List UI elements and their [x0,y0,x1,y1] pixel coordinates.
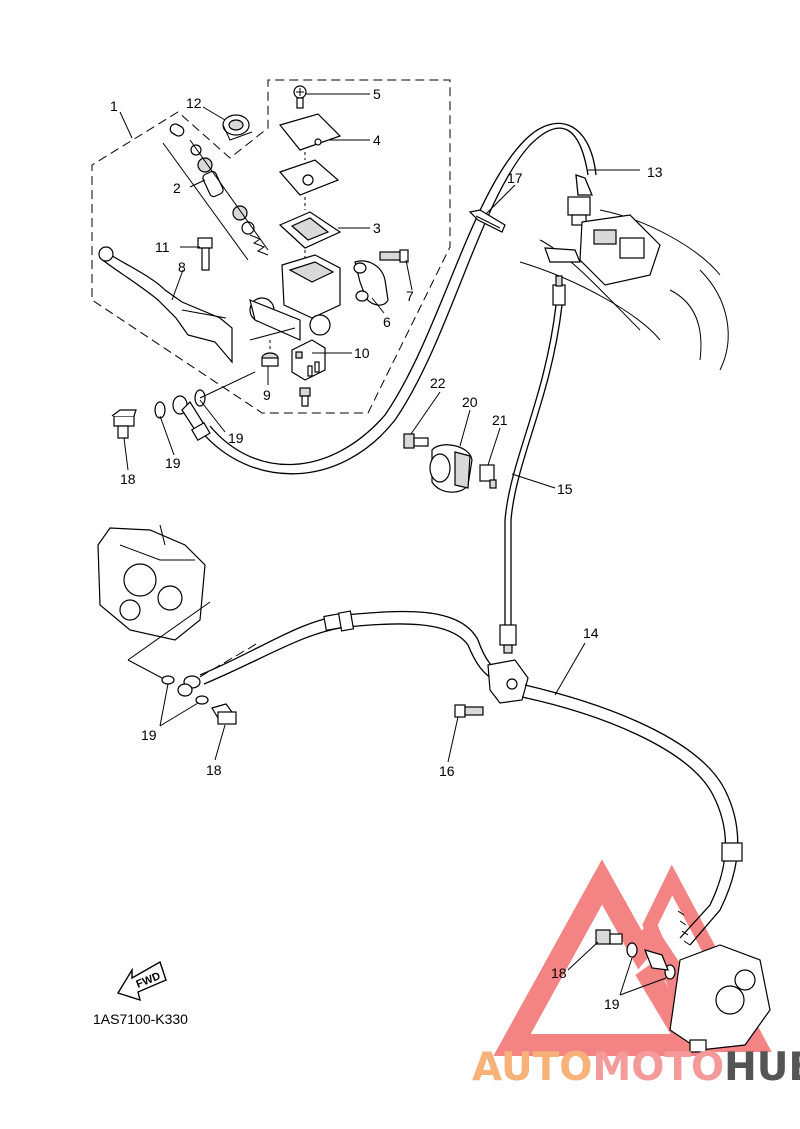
hose-fitting-top [172,395,211,442]
banjo-bolt-part-18-top [111,409,137,439]
watermark-text: AUTOMOTOHUB [472,1045,800,1090]
nut-part-9 [261,352,279,367]
callout-19-upper-right: 19 [228,430,244,446]
watermark-moto: MOTO [592,1045,724,1090]
callout-17: 17 [507,170,523,186]
callout-5: 5 [373,86,381,102]
switch-part-21 [479,464,497,489]
callout-19-lower: 19 [604,996,620,1012]
screw-part-5 [293,85,307,109]
handlebar-area [519,209,729,371]
lower-main-hose [183,610,506,689]
callout-22: 22 [430,375,446,391]
master-cylinder-assembly [98,85,409,407]
callout-13: 13 [647,164,663,180]
bolt-part-7 [379,249,409,263]
right-long-hose [521,684,743,946]
callout-9: 9 [263,387,271,403]
boot-part-12 [222,114,253,141]
callout-19-upper-left: 19 [165,455,181,471]
assembly-boundary [91,79,451,414]
washer-19a [154,401,166,419]
callout-8: 8 [178,259,186,275]
callout-21: 21 [492,412,508,428]
right-caliper [669,944,771,1053]
callout-14: 14 [583,625,599,641]
hose-fitting-bottom [643,949,669,971]
holder-part-20 [429,444,473,493]
left-caliper [97,524,211,679]
callout-18-upper: 18 [120,471,136,487]
switch-screw [299,387,311,407]
brake-lever-part-8 [99,249,233,364]
pivot-bolt-part-11 [197,237,213,271]
watermark-auto: AUTO [472,1045,592,1090]
parking-cable-part-15 [499,275,566,654]
callout-18-middle: 18 [206,762,222,778]
watermark-hub: HUB [724,1045,800,1090]
washer-19c-1 [161,675,175,685]
screw-part-22 [403,433,429,449]
banjo-bolt-part-18-bottom [595,929,623,945]
callout-15: 15 [557,481,573,497]
callout-19-middle: 19 [141,727,157,743]
callout-20: 20 [462,394,478,410]
callouts: 1 12 5 4 2 3 11 8 7 6 10 9 19 18 19 13 1… [110,86,663,1012]
three-way-joint [487,659,529,704]
callout-16: 16 [439,763,455,779]
diagram-code: 1AS7100-K330 [93,1011,188,1027]
callout-18-lower: 18 [551,965,567,981]
callout-6: 6 [383,314,391,330]
bolt-part-16 [454,704,484,718]
callout-7: 7 [406,288,414,304]
piston-kit-part-2 [169,123,269,256]
leader-lines [119,93,667,996]
callout-12: 12 [186,95,202,111]
stop-switch-part-10 [291,339,326,381]
callout-4: 4 [373,132,381,148]
callout-3: 3 [373,220,381,236]
reservoir-cap-part-4 [278,113,342,151]
washer-19c-2 [195,695,209,705]
callout-2: 2 [173,180,181,196]
banjo-bolt-part-18-mid [211,703,237,725]
callout-11: 11 [155,239,170,255]
washer-19d-1 [626,942,638,958]
upper-hose [199,122,597,475]
fwd-arrow-icon: FWD [116,960,167,1002]
hose-guide-part-17 [468,209,506,233]
callout-10: 10 [354,345,370,361]
callout-1: 1 [110,98,118,114]
